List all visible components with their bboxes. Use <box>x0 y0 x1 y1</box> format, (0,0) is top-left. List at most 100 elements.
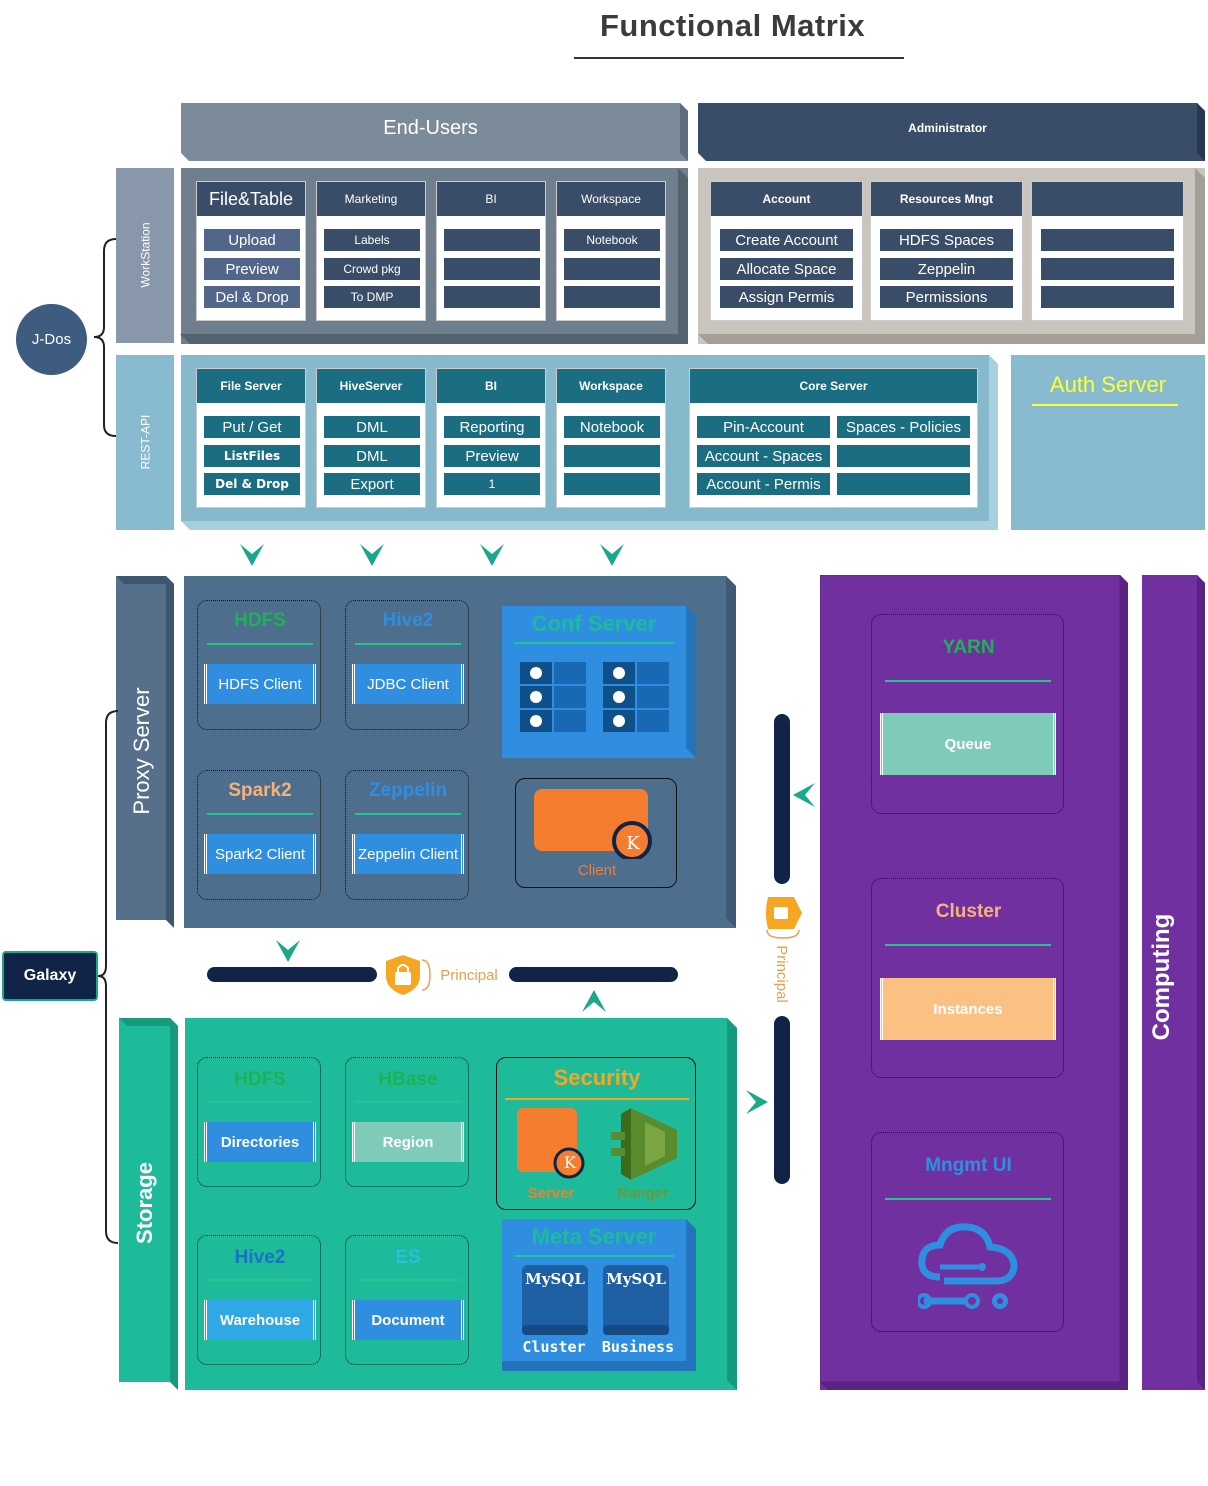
arrow-left-icon <box>793 783 815 807</box>
api-account-spaces-button[interactable]: Account - Spaces <box>697 445 830 467</box>
api-hiveserver-column: HiveServer DML DML Export <box>316 368 426 508</box>
administrator-label: Administrator <box>908 121 987 135</box>
region-button[interactable]: Region <box>352 1122 464 1162</box>
ws-resources-head: Resources Mngt <box>871 182 1022 216</box>
directories-button[interactable]: Directories <box>204 1122 316 1162</box>
auth-server-underline <box>1032 404 1178 406</box>
api-reporting-button[interactable]: Reporting <box>444 416 540 438</box>
ws-workspace-slot-3[interactable] <box>564 286 660 308</box>
workstation-label: WorkStation <box>138 222 153 288</box>
spark2-client-button[interactable]: Spark2 Client <box>204 834 316 874</box>
ws-crowd-pkg-button[interactable]: Crowd pkg <box>324 258 420 280</box>
api-core-slot-2[interactable] <box>837 445 970 467</box>
ws-notebook-button[interactable]: Notebook <box>564 229 660 251</box>
ws-create-account-button[interactable]: Create Account <box>720 229 853 251</box>
ws-blank-head <box>1032 182 1183 216</box>
jdbc-client-button[interactable]: JDBC Client <box>352 664 464 704</box>
api-spaces-policies-button[interactable]: Spaces - Policies <box>837 416 970 438</box>
mngmt-ui-head: Mngmt UI <box>925 1155 1012 1176</box>
principal-label-horizontal: Principal <box>440 966 498 984</box>
meta-cluster-label: Cluster <box>522 1338 586 1356</box>
ws-hdfs-spaces-button[interactable]: HDFS Spaces <box>880 229 1013 251</box>
proxy-server-side: Proxy Server <box>116 576 174 928</box>
ws-account-head: Account <box>711 182 862 216</box>
mysql-cluster-label: MySQL <box>525 1270 585 1288</box>
ws-bi-slot-2[interactable] <box>444 258 540 280</box>
proxy-zeppelin-head: Zeppelin <box>368 780 448 801</box>
computing-label: Computing <box>1148 913 1175 1041</box>
document-button[interactable]: Document <box>352 1300 464 1340</box>
principal-channel-top <box>774 714 790 884</box>
zeppelin-client-button[interactable]: Zeppelin Client <box>352 834 464 874</box>
ws-labels-button[interactable]: Labels <box>324 229 420 251</box>
ws-workspace-slot-2[interactable] <box>564 258 660 280</box>
api-bi-item-1[interactable]: 1 <box>444 473 540 495</box>
ws-zeppelin-button[interactable]: Zeppelin <box>880 258 1013 280</box>
page-title: Functional Matrix <box>600 8 866 43</box>
ws-file-table-head: File&Table <box>197 182 305 216</box>
api-dml-button-1[interactable]: DML <box>324 416 420 438</box>
end-users-label: End-Users <box>383 116 478 139</box>
storage-side: Storage <box>119 1018 178 1390</box>
mngmt-ui-rule <box>885 1198 1051 1200</box>
security-box: Security K Server Ranger <box>496 1057 696 1210</box>
storage-hbase-head: HBase <box>378 1069 438 1090</box>
storage-es-head: ES <box>395 1247 421 1268</box>
storage-hbase-group: HBase Region <box>345 1057 469 1187</box>
workstation-side: WorkStation <box>116 168 174 343</box>
ws-blank-slot-1[interactable] <box>1041 229 1174 251</box>
arrow-down-icon <box>360 544 384 566</box>
ws-bi-slot-1[interactable] <box>444 229 540 251</box>
mngmt-ui-group: Mngmt UI <box>871 1132 1064 1332</box>
api-preview-button[interactable]: Preview <box>444 445 540 467</box>
storage-es-group: ES Document <box>345 1235 469 1365</box>
rest-api-side: REST-API <box>116 355 174 530</box>
api-export-button[interactable]: Export <box>324 473 420 495</box>
api-core-slot-3[interactable] <box>837 473 970 495</box>
ws-permissions-button[interactable]: Permissions <box>880 286 1013 308</box>
client-box: K Client <box>515 778 677 888</box>
ws-bi-slot-3[interactable] <box>444 286 540 308</box>
ws-to-dmp-button[interactable]: To DMP <box>324 286 420 308</box>
client-label: Client <box>577 861 617 879</box>
ws-blank-slot-2[interactable] <box>1041 258 1174 280</box>
api-notebook-button[interactable]: Notebook <box>564 416 660 438</box>
meta-server-label: Meta Server <box>531 1224 657 1249</box>
principal-channel-right <box>509 967 678 982</box>
api-account-permis-button[interactable]: Account - Permis <box>697 473 830 495</box>
storage-hive2-head: Hive2 <box>234 1247 286 1268</box>
queue-button[interactable]: Queue <box>880 713 1056 775</box>
api-listfiles-button[interactable]: ListFiles <box>204 445 300 467</box>
api-pin-account-button[interactable]: Pin-Account <box>697 416 830 438</box>
conf-server-box: Conf Server <box>502 606 696 758</box>
api-core-server-column: Core Server Pin-Account Account - Spaces… <box>689 368 978 508</box>
ws-workspace-column: Workspace Notebook <box>556 181 666 321</box>
ws-del-drop-button[interactable]: Del & Drop <box>204 286 300 308</box>
auth-server-label: Auth Server <box>1049 372 1167 397</box>
yarn-head: YARN <box>942 637 995 658</box>
api-bi-column: BI Reporting Preview 1 <box>436 368 546 508</box>
proxy-hdfs-head: HDFS <box>234 610 286 631</box>
yarn-rule <box>885 680 1051 682</box>
storage-hbase-rule <box>355 1101 461 1103</box>
ws-preview-button[interactable]: Preview <box>204 258 300 280</box>
ws-resources-column: Resources Mngt HDFS Spaces Zeppelin Perm… <box>870 181 1023 321</box>
api-put-get-button[interactable]: Put / Get <box>204 416 300 438</box>
ws-upload-button[interactable]: Upload <box>204 229 300 251</box>
proxy-hive2-group: Hive2 JDBC Client <box>345 600 469 730</box>
api-dml-button-2[interactable]: DML <box>324 445 420 467</box>
instances-button[interactable]: Instances <box>880 978 1056 1040</box>
ws-assign-permis-button[interactable]: Assign Permis <box>720 286 853 308</box>
storage-hdfs-group: HDFS Directories <box>197 1057 321 1187</box>
api-del-drop-button[interactable]: Del & Drop <box>204 473 300 495</box>
ws-blank-slot-3[interactable] <box>1041 286 1174 308</box>
ws-bi-head: BI <box>437 182 545 216</box>
api-workspace-slot-3[interactable] <box>564 473 660 495</box>
ws-allocate-space-button[interactable]: Allocate Space <box>720 258 853 280</box>
api-workspace-slot-2[interactable] <box>564 445 660 467</box>
proxy-server-label: Proxy Server <box>129 687 154 815</box>
hdfs-client-button[interactable]: HDFS Client <box>204 664 316 704</box>
warehouse-button[interactable]: Warehouse <box>204 1300 316 1340</box>
arrow-down-icon <box>600 544 624 566</box>
ws-marketing-column: Marketing Labels Crowd pkg To DMP <box>316 181 426 321</box>
